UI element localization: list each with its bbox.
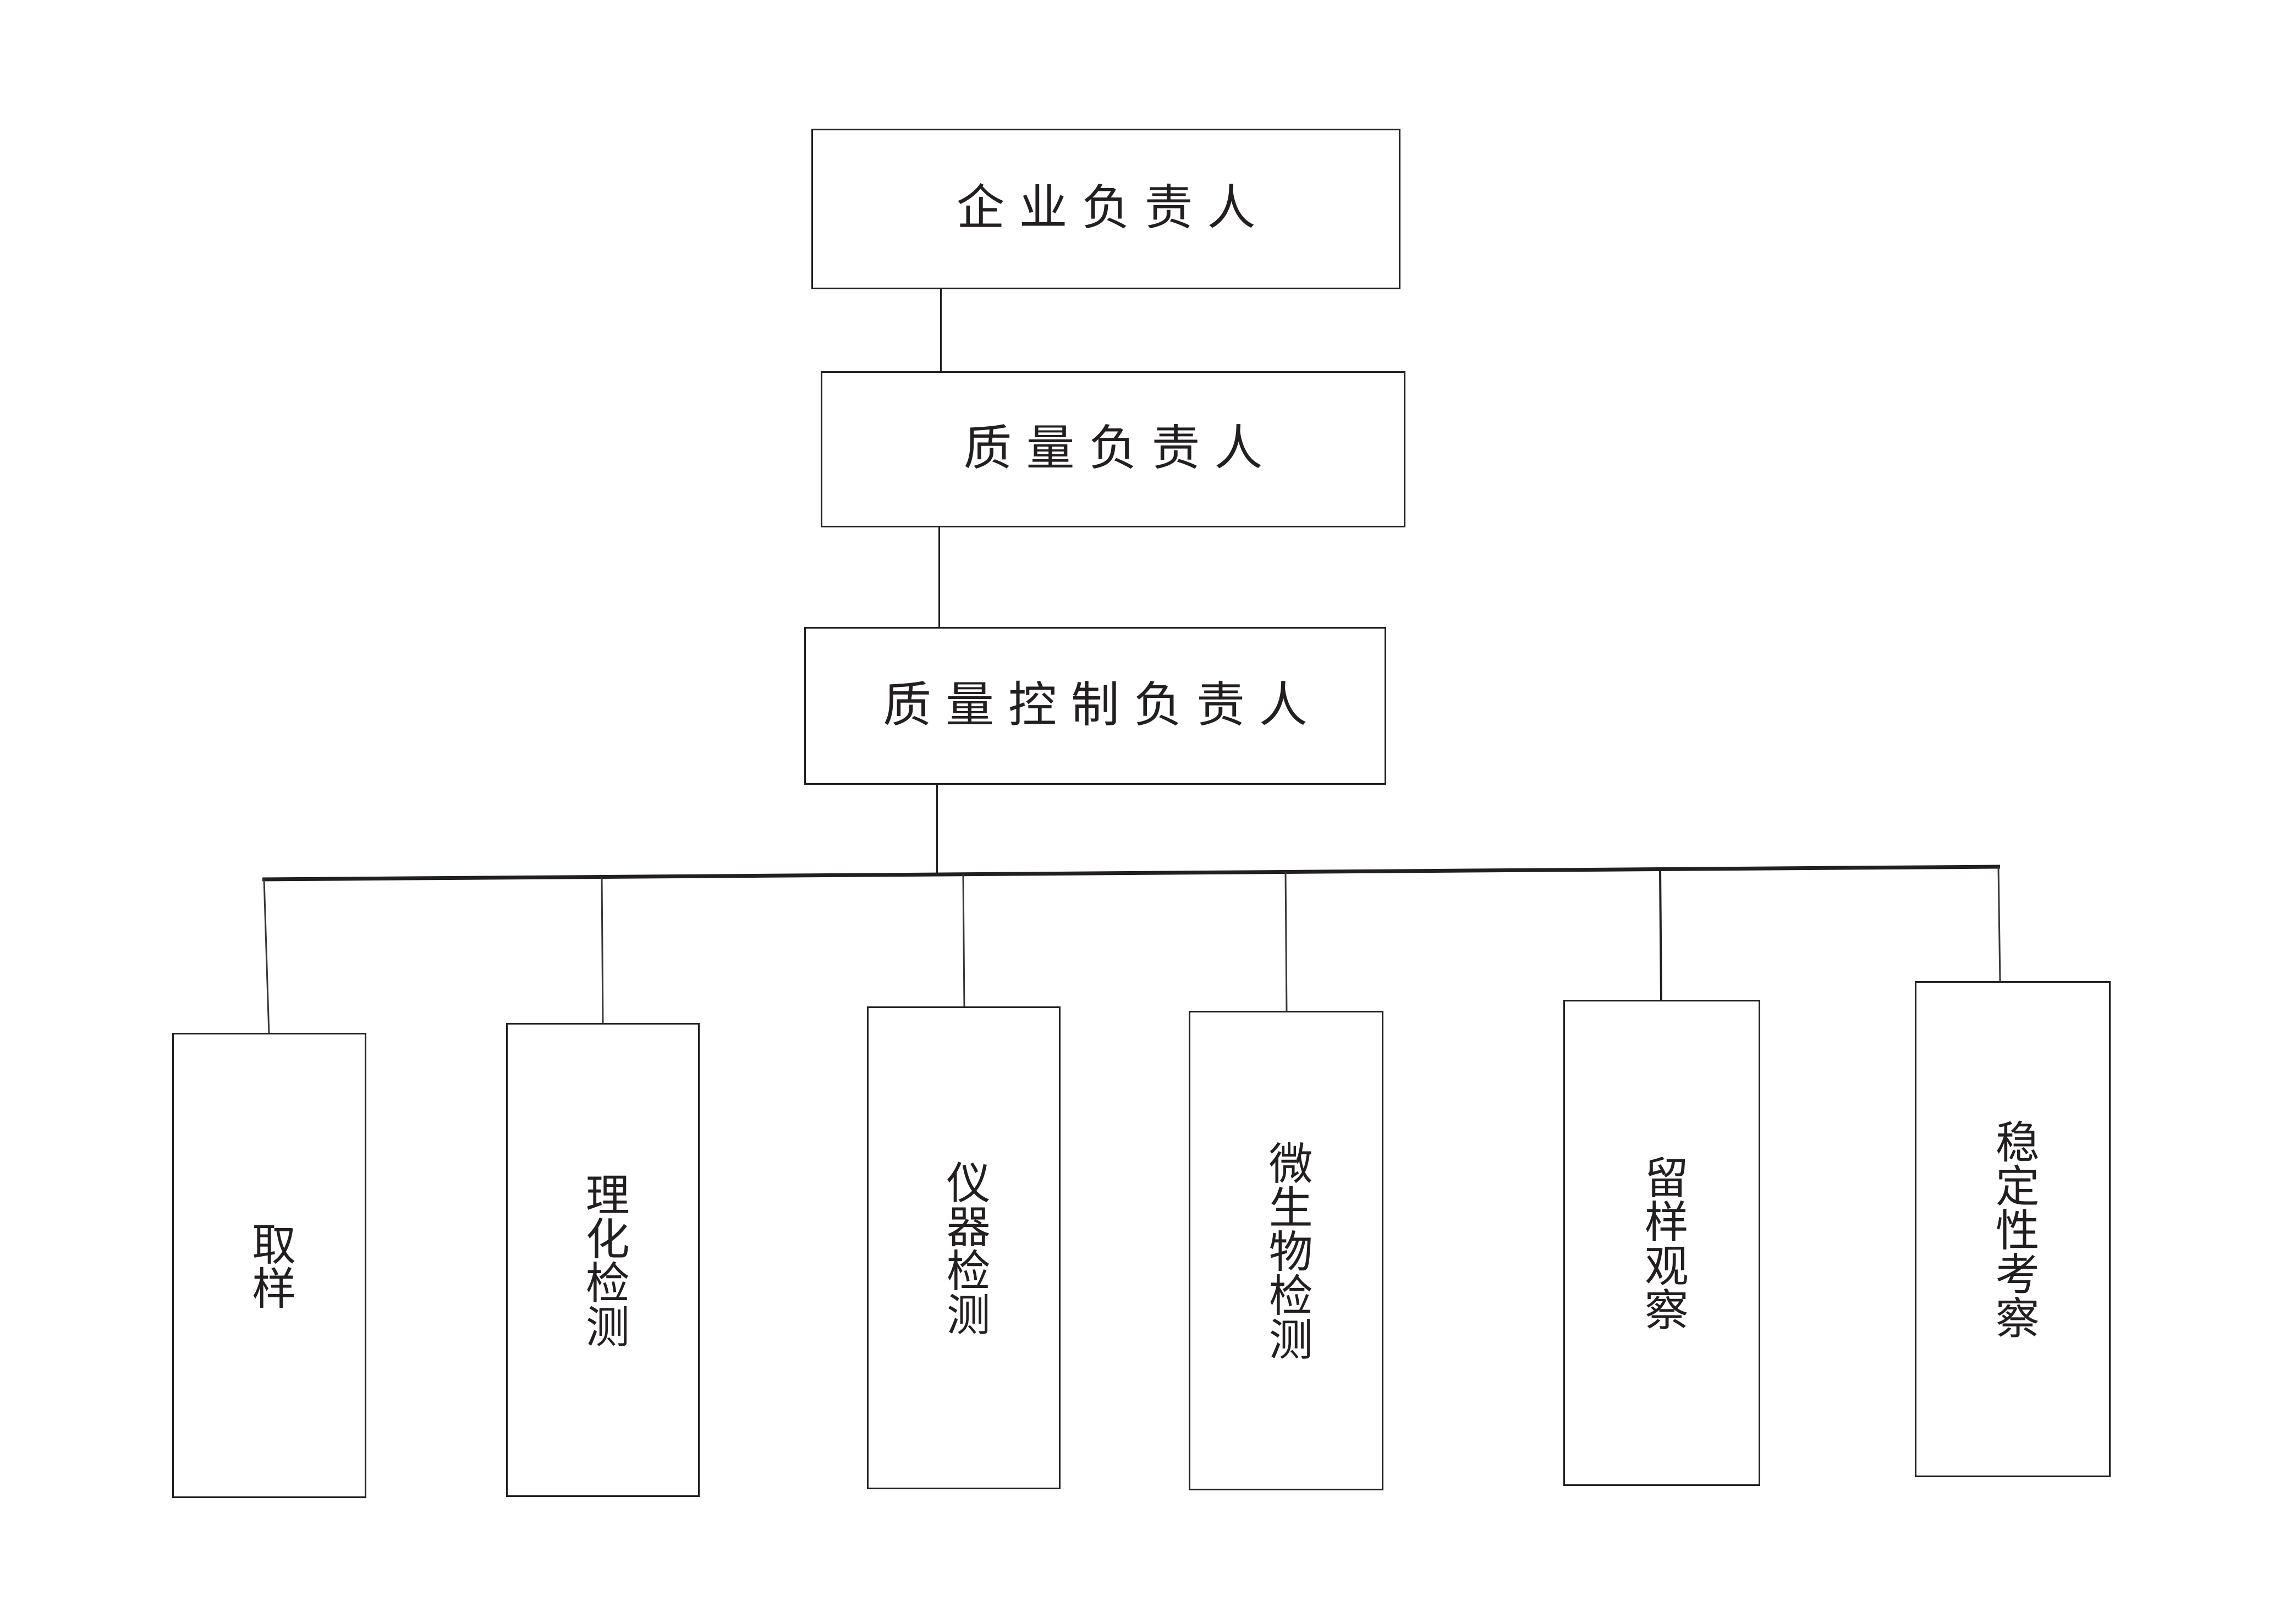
connector-quality-to-quality-control — [938, 527, 940, 628]
node-label-stability-study: 稳定性考察 — [1989, 1119, 2037, 1339]
node-instrument-testing[interactable]: 仪器检测 — [867, 1006, 1061, 1489]
node-label-quality-manager: 质量负责人 — [963, 422, 1277, 476]
node-quality-manager[interactable]: 质量负责人 — [821, 371, 1405, 527]
connector-quality-control-to-bus — [936, 784, 938, 873]
node-label-physchem-testing: 理化检测 — [579, 1172, 628, 1348]
node-retained-sample[interactable]: 留样观察 — [1563, 1000, 1760, 1486]
node-quality-control-manager[interactable]: 质量控制负责人 — [804, 627, 1386, 785]
node-label-retained-sample: 留样观察 — [1638, 1155, 1687, 1331]
node-label-quality-control-manager: 质量控制负责人 — [882, 679, 1322, 733]
node-enterprise-manager[interactable]: 企业负责人 — [811, 129, 1400, 289]
node-label-sampling: 取样 — [245, 1221, 294, 1309]
node-physchem-testing[interactable]: 理化检测 — [506, 1023, 700, 1497]
node-sampling[interactable]: 取样 — [172, 1033, 366, 1498]
connector-enterprise-to-quality — [940, 289, 942, 372]
node-label-enterprise-manager: 企业负责人 — [956, 182, 1270, 235]
node-label-instrument-testing: 仪器检测 — [940, 1160, 988, 1336]
node-microbial-testing[interactable]: 微生物检测 — [1189, 1011, 1383, 1490]
node-stability-study[interactable]: 稳定性考察 — [1915, 981, 2111, 1477]
node-label-microbial-testing: 微生物检测 — [1262, 1141, 1311, 1361]
